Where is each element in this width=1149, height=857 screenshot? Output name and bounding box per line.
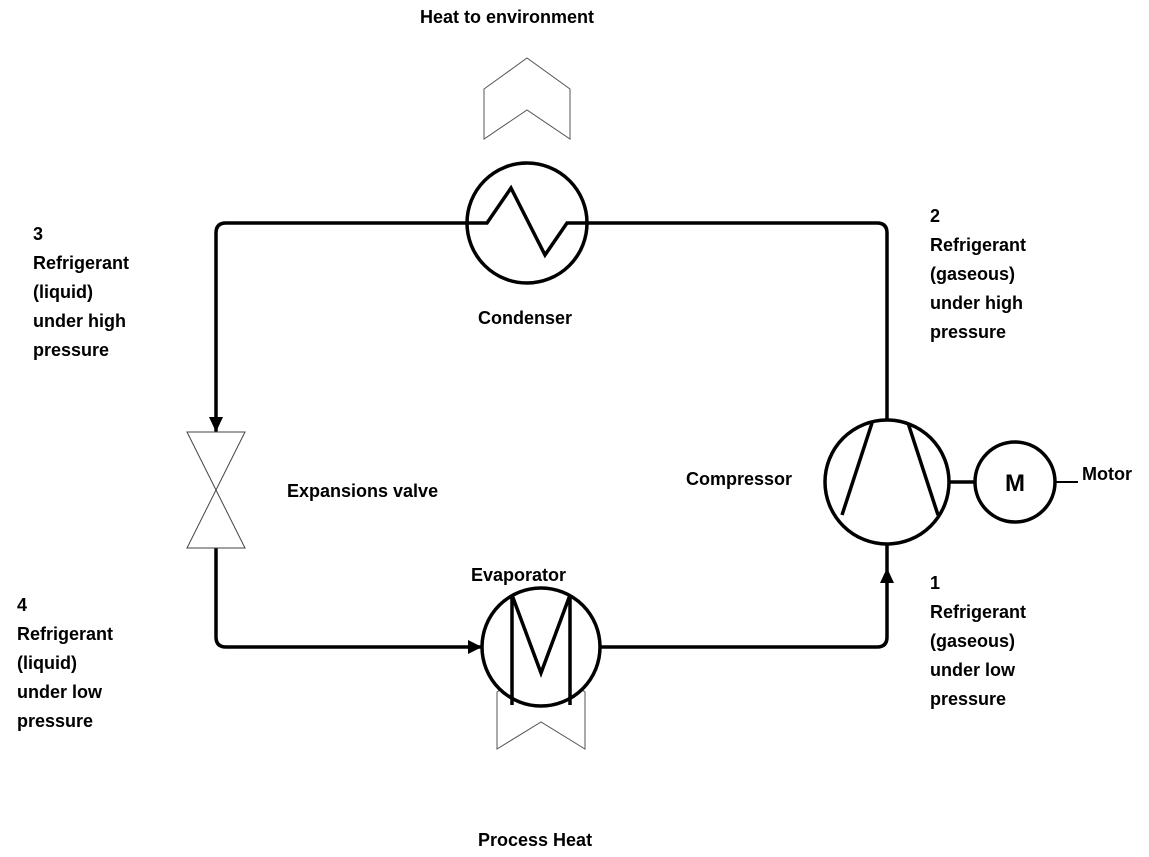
pipe-compressor-to-condenser [588,221,889,420]
heat-to-environment-label: Heat to environment [420,7,595,27]
state-line: Refrigerant [33,253,130,273]
heat-out-arrow [483,57,571,140]
expansion-valve-label: Expansions valve [287,481,439,501]
state-line: pressure [33,340,110,360]
state-number: 4 [17,595,28,615]
state-line: (liquid) [17,653,77,673]
pipe-evaporator-to-compressor [600,545,889,649]
compressor-label: Compressor [686,469,793,489]
condenser-symbol [465,161,589,285]
state-4-label: 4 Refrigerant (liquid) under low pressur… [17,591,113,736]
state-1-label: 1 Refrigerant (gaseous) under low pressu… [930,569,1026,714]
state-line: (gaseous) [930,264,1016,284]
state-line: Refrigerant [930,235,1027,255]
state-line: under low [930,660,1015,680]
state-line: under low [17,682,102,702]
flow-arrow-to-evaporator [468,640,482,654]
expansion-valve-symbol [186,431,246,549]
state-number: 2 [930,206,941,226]
pipe-condenser-to-valve [214,221,467,432]
pipe-valve-to-evaporator [214,548,482,649]
flow-arrow-to-valve [209,417,223,432]
state-number: 1 [930,573,941,593]
state-number: 3 [33,224,44,244]
evaporator-label: Evaporator [471,565,567,585]
motor-label: Motor [1082,464,1132,484]
flow-arrow-to-compressor [880,568,894,583]
state-line: under high [930,293,1023,313]
state-line: pressure [930,689,1007,709]
motor-symbol-letter: M [1005,470,1025,497]
state-line: (gaseous) [930,631,1016,651]
evaporator-symbol [480,586,602,708]
state-2-label: 2 Refrigerant (gaseous) under high press… [930,202,1026,347]
state-line: under high [33,311,126,331]
state-line: (liquid) [33,282,93,302]
process-heat-label: Process Heat [478,830,593,850]
compressor-symbol [823,418,951,546]
state-line: Refrigerant [17,624,114,644]
state-3-label: 3 Refrigerant (liquid) under high pressu… [33,220,129,365]
state-line: pressure [17,711,94,731]
state-line: Refrigerant [930,602,1027,622]
state-line: pressure [930,322,1007,342]
condenser-label: Condenser [478,308,573,328]
